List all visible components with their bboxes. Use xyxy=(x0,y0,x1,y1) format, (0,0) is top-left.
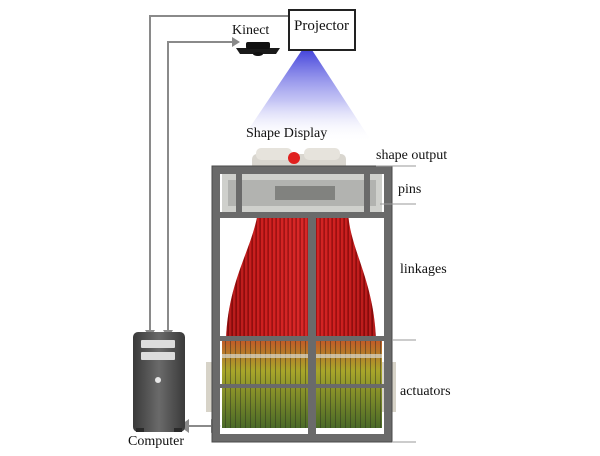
shape-display-machine xyxy=(206,148,396,443)
arrow-to-kinect xyxy=(232,37,240,47)
label-pointer-lines xyxy=(376,165,416,443)
arrow-to-projector xyxy=(289,11,297,21)
connector-lines xyxy=(149,15,289,330)
computer-projector-line xyxy=(149,15,289,330)
projection-beam xyxy=(240,50,372,142)
red-ball xyxy=(288,152,300,164)
computer-icon xyxy=(133,332,185,432)
projector-lens xyxy=(300,44,314,50)
aluminum-frame xyxy=(212,166,392,442)
kinect-icon xyxy=(236,42,280,56)
computer-kinect-line xyxy=(167,41,232,330)
